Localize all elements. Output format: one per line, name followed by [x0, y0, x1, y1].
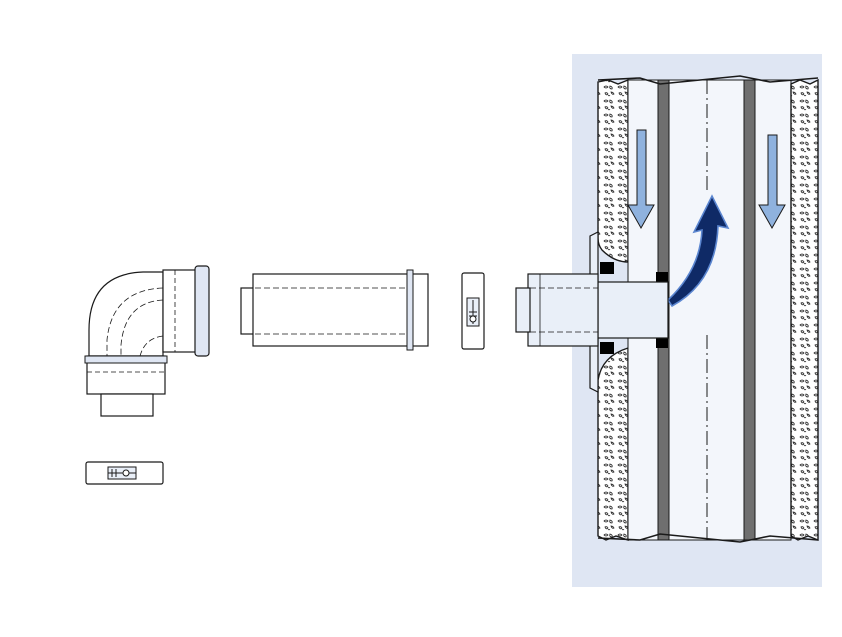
right-insulation: [790, 78, 819, 542]
gasket-top-left: [600, 262, 614, 274]
clamp-vertical: [461, 272, 485, 350]
elbow-body: [88, 271, 164, 357]
extension-pipe-seal-ring: [406, 269, 414, 351]
right-liner: [743, 79, 756, 541]
gasket-top-right: [656, 272, 668, 282]
left-insulation-top: [597, 78, 629, 263]
exhaust-arrow: [666, 194, 730, 308]
extension-pipe-body: [252, 273, 429, 347]
clamp-loose: [85, 461, 164, 485]
elbow-seal-ring-vertical: [84, 355, 168, 364]
chimney-adapter: [515, 231, 669, 393]
top-break-line: [597, 75, 819, 85]
fresh-air-arrow-right: [758, 134, 786, 230]
extension-pipe: [240, 269, 429, 351]
adapter-inner-pipe: [597, 281, 669, 339]
gasket-bottom-left: [600, 342, 614, 354]
elbow-socket-horizontal: [162, 269, 198, 353]
gasket-bottom-right: [656, 338, 668, 348]
elbow-spigot: [100, 393, 154, 417]
bottom-break-line: [597, 533, 819, 543]
flue-channel: [668, 79, 745, 541]
left-insulation-bottom: [597, 347, 629, 541]
elbow-seal-ring-horizontal: [194, 265, 210, 357]
adapter-spigot: [515, 287, 531, 333]
elbow-90: [84, 265, 210, 417]
adapter-collar: [527, 273, 599, 347]
fresh-air-arrow-left: [627, 129, 655, 230]
